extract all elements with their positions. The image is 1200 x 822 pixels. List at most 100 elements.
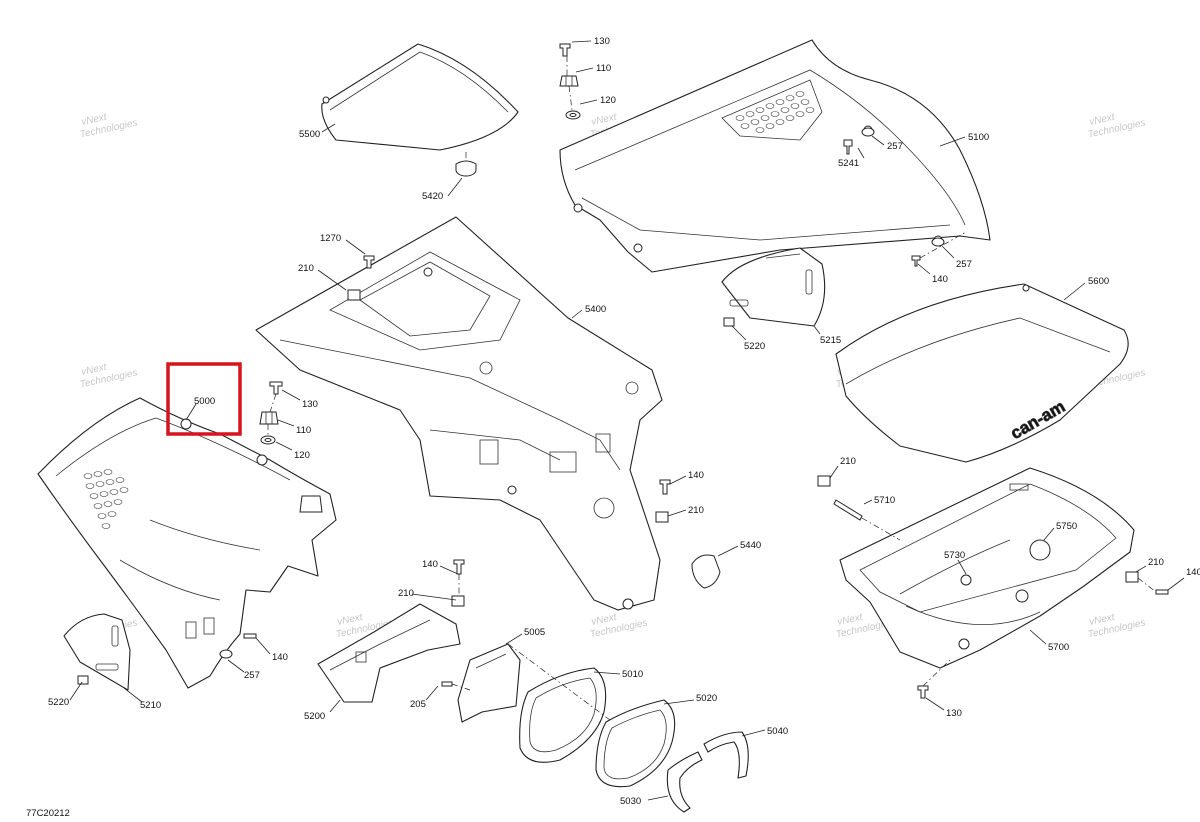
label-5215[interactable]: 5215 [820, 335, 841, 346]
part-140-screw[interactable] [1155, 589, 1169, 595]
part-257-grommet[interactable] [219, 649, 233, 659]
part-5005-mount-bracket[interactable] [457, 643, 521, 723]
label-5200[interactable]: 5200 [304, 711, 325, 722]
label-1270[interactable]: 1270 [320, 233, 341, 244]
part-210-clip[interactable] [347, 289, 361, 301]
part-140-screw[interactable] [911, 255, 921, 267]
label-210[interactable]: 210 [1148, 557, 1164, 568]
label-5750[interactable]: 5750 [1056, 521, 1077, 532]
label-140[interactable]: 140 [932, 274, 948, 285]
part-120-washer[interactable] [260, 435, 276, 445]
part-210-clip[interactable] [1125, 571, 1139, 583]
label-110[interactable]: 110 [596, 63, 611, 74]
part-210-clip[interactable] [655, 511, 669, 523]
label-210[interactable]: 210 [398, 588, 414, 599]
part-205-screw[interactable] [441, 681, 453, 687]
svg-text:vNext: vNext [336, 612, 364, 628]
part-140-screw[interactable] [243, 633, 257, 639]
label-120[interactable]: 120 [294, 450, 310, 461]
label-5040[interactable]: 5040 [767, 726, 788, 737]
label-5710[interactable]: 5710 [874, 495, 895, 506]
part-130-pushpin[interactable] [269, 381, 283, 395]
part-5210-access-cover[interactable] [63, 613, 131, 691]
part-5220-clip[interactable] [77, 675, 89, 685]
label-5730[interactable]: 5730 [944, 550, 965, 561]
label-210[interactable]: 210 [298, 263, 314, 274]
label-110[interactable]: 110 [296, 425, 311, 436]
leader-lines [69, 40, 1185, 801]
part-5440-cap[interactable] [691, 554, 721, 589]
part-5000-side-panel[interactable] [37, 397, 337, 689]
label-5400[interactable]: 5400 [585, 304, 606, 315]
label-5220[interactable]: 5220 [744, 341, 765, 352]
label-5010[interactable]: 5010 [622, 669, 643, 680]
label-257[interactable]: 257 [956, 259, 972, 270]
label-5420[interactable]: 5420 [422, 191, 443, 202]
part-5200-bracket[interactable] [317, 603, 461, 703]
part-110-clip[interactable] [259, 411, 279, 425]
part-5500-cover[interactable] [321, 43, 519, 151]
part-5215-cover-plate[interactable] [721, 247, 826, 327]
label-140[interactable]: 140 [688, 470, 704, 481]
label-5220[interactable]: 5220 [48, 697, 69, 708]
part-5010-bezel[interactable] [519, 667, 607, 763]
label-130[interactable]: 130 [946, 708, 962, 719]
part-1270-bolt[interactable] [363, 255, 375, 269]
label-5100[interactable]: 5100 [968, 132, 989, 143]
label-5440[interactable]: 5440 [740, 540, 761, 551]
label-130[interactable]: 130 [594, 36, 610, 47]
svg-text:vNext: vNext [80, 112, 108, 128]
label-257[interactable]: 257 [244, 670, 260, 681]
part-210-clip[interactable] [817, 475, 831, 487]
label-140[interactable]: 140 [272, 652, 288, 663]
label-210[interactable]: 210 [840, 456, 856, 467]
part-140-screw[interactable] [453, 559, 465, 575]
label-5241[interactable]: 5241 [838, 158, 859, 169]
label-257[interactable]: 257 [887, 141, 903, 152]
part-130-pushpin[interactable] [917, 685, 929, 699]
svg-text:vNext: vNext [1088, 112, 1116, 128]
part-257-grommet[interactable] [861, 127, 875, 137]
part-120-washer[interactable] [565, 110, 581, 120]
part-5600-storage-lid[interactable]: can-am [835, 283, 1129, 463]
label-140[interactable]: 140 [1186, 567, 1200, 578]
part-257-grommet[interactable] [931, 237, 945, 247]
label-5600[interactable]: 5600 [1088, 276, 1109, 287]
label-140[interactable]: 140 [422, 559, 438, 570]
label-5700[interactable]: 5700 [1048, 642, 1069, 653]
part-5400-center-console[interactable] [255, 216, 663, 611]
part-140-screw[interactable] [659, 479, 671, 495]
part-5710-rod[interactable] [833, 499, 863, 521]
part-5241-screw[interactable] [843, 139, 853, 155]
part-5040-trim[interactable] [703, 731, 749, 779]
svg-text:vNext: vNext [80, 362, 108, 378]
label-130[interactable]: 130 [302, 399, 318, 410]
part-110-clip[interactable] [559, 75, 579, 87]
label-5030[interactable]: 5030 [620, 796, 641, 807]
highlight-box-5000 [166, 362, 242, 436]
part-5700-storage-tray[interactable] [839, 467, 1135, 669]
part-130-pushpin[interactable] [559, 43, 571, 57]
label-205[interactable]: 205 [410, 699, 426, 710]
part-5420-grommet[interactable] [455, 152, 477, 177]
label-5500[interactable]: 5500 [299, 129, 320, 140]
vent-grille [735, 91, 815, 133]
svg-text:vNext: vNext [590, 112, 618, 128]
label-5005[interactable]: 5005 [524, 627, 545, 638]
part-210-clip[interactable] [451, 595, 465, 607]
label-5020[interactable]: 5020 [696, 693, 717, 704]
figure-code: 77C20212 [26, 808, 70, 819]
label-120[interactable]: 120 [600, 95, 616, 106]
part-5030-trim[interactable] [666, 751, 703, 813]
label-5210[interactable]: 5210 [140, 700, 161, 711]
part-5220-clip[interactable] [723, 317, 735, 327]
part-5100-side-panel[interactable] [559, 39, 991, 273]
label-210[interactable]: 210 [688, 505, 704, 516]
part-5020-frame[interactable] [595, 699, 676, 788]
svg-text:vNext: vNext [836, 612, 864, 628]
label-5000[interactable]: 5000 [194, 396, 215, 407]
